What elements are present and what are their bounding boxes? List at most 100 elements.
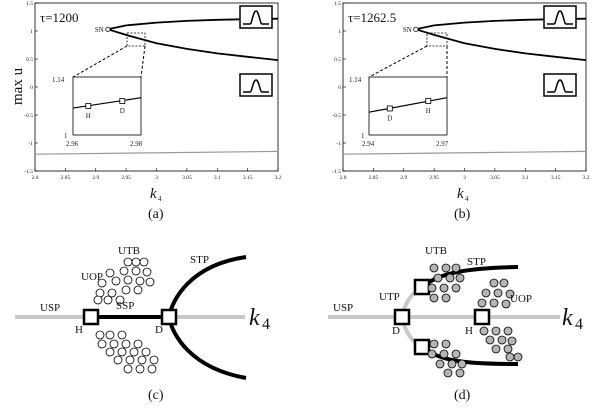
panel-label-b: (b) — [454, 207, 471, 222]
orbit-circle — [503, 326, 513, 336]
orbit-circle — [491, 326, 501, 336]
x-tick-label: 2.95 — [429, 175, 439, 181]
y-tick-label: 1 — [30, 29, 33, 35]
orbit-circle — [145, 277, 155, 287]
label-h-d: H — [465, 325, 473, 337]
y-ticks-b: -1.5-1-0.500.511.5 — [332, 1, 346, 175]
lower-branch-b — [415, 28, 587, 61]
k-axis-label-c: k — [249, 305, 260, 331]
orbit-circle — [147, 364, 157, 374]
label-utb-c: UTB — [118, 245, 140, 257]
orbit-circle — [105, 268, 115, 278]
y-tick-label: -1 — [28, 141, 33, 147]
diagram-c: USP UOP UTB STP SSP H D k 4 (c) — [15, 245, 270, 403]
orbit-circle — [129, 347, 139, 357]
orbit-circle — [443, 368, 453, 378]
drift-marker-d — [393, 308, 411, 326]
orbit-circle — [455, 368, 465, 378]
orbit-circle — [429, 263, 439, 273]
zoom-connector-left-a — [72, 45, 128, 78]
tau-label-a: τ=1200 — [40, 10, 79, 25]
x-tick-label: 2.95 — [121, 175, 131, 181]
orbit-circle — [441, 339, 451, 349]
orbit-circle — [113, 355, 123, 365]
y-tick-label: 0.5 — [26, 57, 33, 63]
label-uop-c: UOP — [81, 271, 103, 283]
label-uop-d: UOP — [510, 293, 532, 305]
orbit-circle — [505, 289, 515, 299]
inset-marker-label: H — [426, 107, 431, 115]
orbit-circle — [133, 285, 143, 295]
orbit-circles-d — [427, 263, 523, 378]
label-h-c: H — [75, 324, 83, 336]
y-tick-label: -1.5 — [332, 169, 341, 175]
x-tick-label: 2.8 — [340, 175, 347, 181]
k-axis-sub-d: 4 — [575, 316, 583, 333]
orbit-circle — [501, 299, 511, 309]
x-tick-label: 2.9 — [400, 175, 407, 181]
panel-label-c: (c) — [148, 388, 164, 403]
pulse-icon-lower-b — [543, 73, 577, 97]
orbit-circle — [427, 283, 437, 293]
x-tick-label: 2.8 — [32, 175, 39, 181]
x-tick-label: 3.15 — [243, 175, 253, 181]
inset-marker — [119, 98, 126, 104]
orbit-circle — [451, 349, 461, 359]
orbit-circle — [481, 288, 491, 298]
orbit-circle — [493, 288, 503, 298]
orbit-circle — [479, 326, 489, 336]
lower-branch-a — [107, 28, 279, 61]
orbit-circle — [149, 355, 159, 365]
orbit-circle — [111, 276, 121, 286]
k-axis-sub-c: 4 — [262, 316, 270, 333]
panel-label-d: (d) — [454, 388, 471, 403]
orbit-circle — [451, 263, 461, 273]
drift-marker-c — [160, 308, 178, 326]
inset-marker-label: D — [120, 107, 125, 115]
hopf-marker-c — [82, 308, 100, 326]
orbit-circle — [507, 336, 517, 346]
orbit-circle — [123, 257, 133, 267]
orbit-circle — [119, 266, 129, 276]
inset-ytick-top-a: 1.14 — [52, 76, 65, 84]
inset-ytick-bottom-a: 1 — [64, 132, 68, 140]
zoom-box-b — [426, 32, 448, 47]
diagram-d: USP UTB STP UTP UOP D H k 4 (d) — [328, 245, 583, 403]
orbit-circle — [427, 349, 437, 359]
pulse-icon-lower-a — [239, 73, 273, 97]
label-utp-d: UTP — [379, 291, 400, 303]
orbit-circle — [441, 293, 451, 303]
orbit-circle — [115, 295, 125, 305]
x-axis-label-a: k — [150, 186, 157, 202]
zoom-box-a — [126, 32, 146, 47]
orbit-circle — [142, 267, 152, 277]
orbit-circle — [455, 273, 465, 283]
x-tick-label: 3.2 — [583, 175, 590, 181]
orbit-circle — [97, 278, 107, 288]
orbit-circle — [135, 276, 145, 286]
x-tick-label: 3.1 — [522, 175, 529, 181]
orbit-circle — [505, 352, 515, 362]
orbit-circle — [489, 278, 499, 288]
y-tick-label: -1.5 — [24, 169, 33, 175]
orbit-circle — [433, 273, 443, 283]
orbit-circle — [123, 364, 133, 374]
orbit-circle — [123, 275, 133, 285]
inset-marker-label: H — [86, 112, 91, 120]
orbit-circle — [513, 352, 523, 362]
label-utb-d: UTB — [425, 245, 447, 257]
orbit-circles-c — [93, 257, 159, 374]
orbit-circle — [491, 344, 501, 354]
x-tick-label: 3.2 — [275, 175, 282, 181]
x-tick-label: 3.1 — [214, 175, 221, 181]
x-tick-label: 3.15 — [551, 175, 561, 181]
orbit-circle — [105, 347, 115, 357]
label-d-c: D — [155, 324, 163, 336]
inset-marker — [85, 103, 92, 109]
orbit-circle — [121, 285, 131, 295]
orbit-circle — [499, 278, 509, 288]
inset-xtick-right-a: 2.98 — [130, 140, 143, 148]
